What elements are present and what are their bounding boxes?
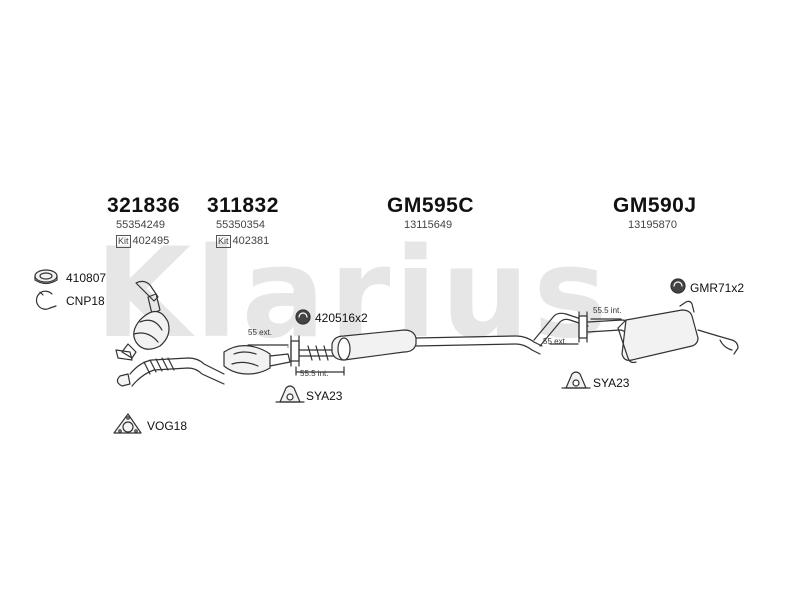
part-oe-311832: 55350354 bbox=[216, 219, 265, 231]
label-gmr71: GMR71x2 bbox=[690, 281, 745, 295]
centre-silencer-gm595c-icon bbox=[299, 312, 589, 361]
label-vog18: VOG18 bbox=[147, 419, 188, 433]
part-code-321836: 321836 bbox=[107, 194, 181, 217]
downpipe-icon bbox=[116, 357, 225, 387]
kit-badge: Kit bbox=[116, 235, 131, 248]
pipe-joint-right-icon bbox=[549, 311, 622, 345]
clamp-cnp18-icon bbox=[35, 290, 57, 310]
kit-number: 402495 bbox=[132, 235, 170, 247]
part-oe-321836: 55354249 bbox=[116, 219, 165, 231]
pipe-joint-left-icon bbox=[247, 335, 345, 376]
dim-55-ext-right: 55 ext. bbox=[543, 337, 568, 346]
rear-silencer-gm590j-icon bbox=[587, 300, 739, 364]
label-410807: 410807 bbox=[66, 271, 107, 285]
mount-sya23-left-icon bbox=[275, 385, 305, 403]
gasket-410807-icon bbox=[34, 269, 58, 285]
mount-sya23-right-icon bbox=[561, 371, 591, 389]
dim-55-ext-left: 55 ext. bbox=[248, 328, 273, 337]
kit-badge: Kit bbox=[216, 235, 231, 248]
part-code-gm595c: GM595C bbox=[387, 194, 475, 217]
label-sya23-right: SYA23 bbox=[593, 376, 630, 390]
part-code-gm590j: GM590J bbox=[613, 194, 697, 217]
part-oe-gm590j: 13195870 bbox=[628, 219, 677, 231]
dim-555-int-left: 55.5 int. bbox=[300, 369, 329, 378]
gasket-vog18-icon bbox=[113, 413, 142, 434]
clamp-420516-icon bbox=[295, 309, 311, 325]
front-catalyst-321836-icon bbox=[115, 280, 170, 361]
catalyst-311832-icon bbox=[223, 345, 291, 375]
part-oe-gm595c: 13115649 bbox=[404, 219, 453, 231]
label-420516: 420516x2 bbox=[315, 311, 368, 325]
part-code-311832: 311832 bbox=[207, 194, 279, 217]
mount-gmr71-icon bbox=[670, 278, 686, 294]
dim-555-int-right: 55.5 int. bbox=[593, 306, 622, 315]
label-sya23-left: SYA23 bbox=[306, 389, 343, 403]
kit-number: 402381 bbox=[232, 235, 270, 247]
label-cnp18: CNP18 bbox=[66, 294, 105, 308]
